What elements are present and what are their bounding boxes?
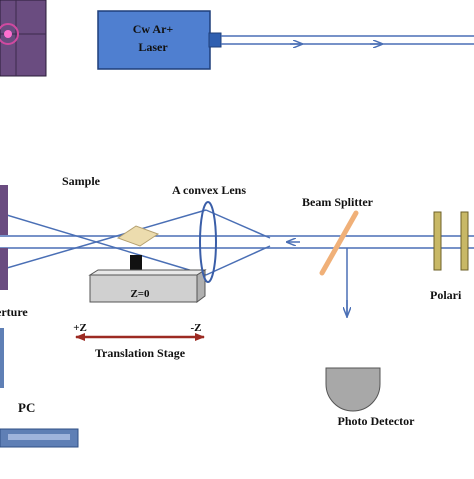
laser-source: Cw Ar+ Laser: [97, 10, 222, 70]
laser-label-line1: Cw Ar+: [133, 22, 174, 36]
photo-detector-label: Photo Detector: [338, 414, 416, 428]
convex-lens: A convex Lens: [172, 183, 246, 283]
minus-z-label: -Z: [191, 322, 202, 334]
plus-z-label: +Z: [73, 322, 87, 334]
translation-stage: Z=0 +Z -Z Translation Stage: [73, 255, 207, 360]
sample: Sample: [62, 174, 160, 247]
pc-label: PC: [18, 400, 35, 415]
aperture-detector: [0, 328, 4, 388]
polarizers: Polari: [430, 211, 469, 302]
sample-label: Sample: [62, 174, 101, 188]
beam-splitter: Beam Splitter: [302, 195, 374, 276]
laser-label-line2: Laser: [138, 40, 168, 54]
beam-profile-screen: [0, 0, 47, 77]
translation-stage-label: Translation Stage: [95, 346, 186, 360]
aperture: erture: [0, 185, 28, 319]
laser-beam: [221, 35, 474, 44]
pc: PC: [0, 400, 79, 448]
convex-lens-label: A convex Lens: [172, 183, 246, 197]
aperture-label: erture: [0, 305, 28, 319]
z-zero-label: Z=0: [130, 288, 150, 300]
main-beam-path: [0, 209, 474, 276]
polarizer-label: Polari: [430, 288, 462, 302]
beam-splitter-label: Beam Splitter: [302, 195, 374, 209]
photo-detector: Photo Detector: [325, 367, 416, 428]
